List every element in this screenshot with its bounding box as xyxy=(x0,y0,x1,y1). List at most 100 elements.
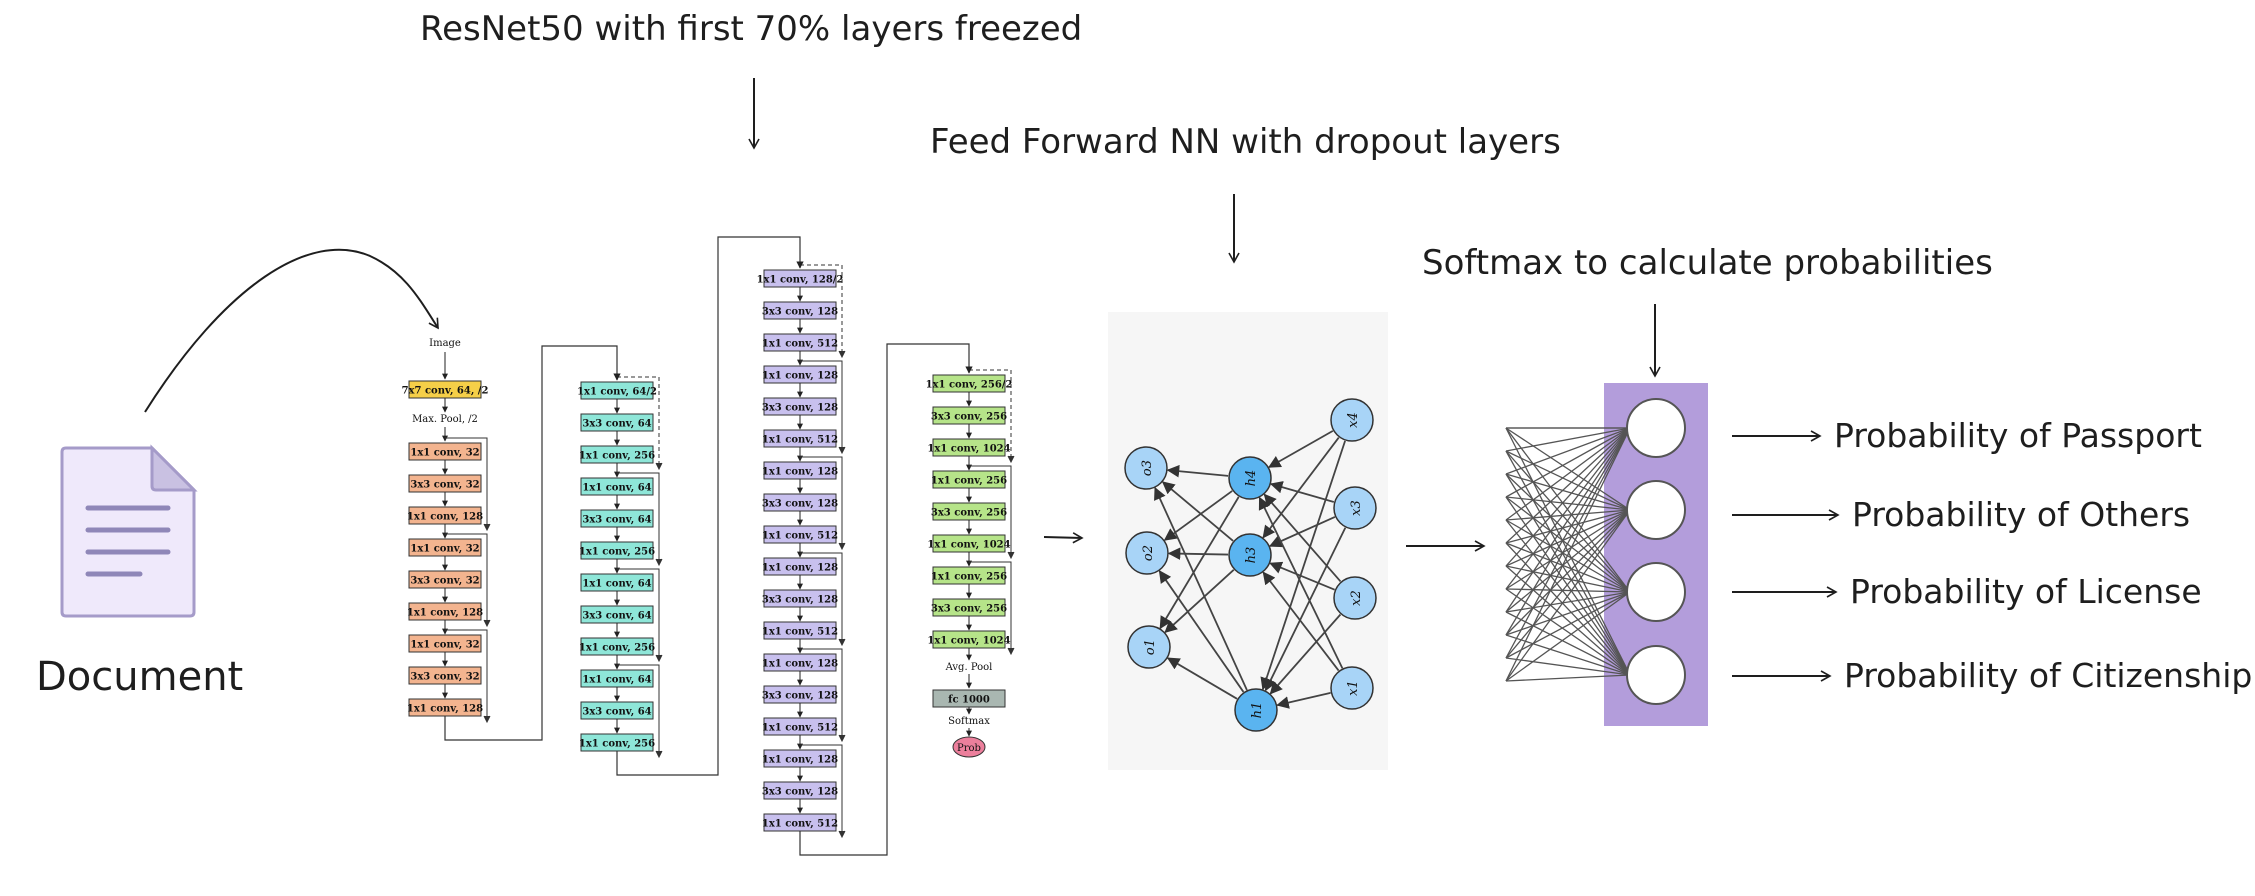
resnet-stage1-layer-label: 3x3 conv, 32 xyxy=(410,576,479,587)
ffnn-edge xyxy=(1167,547,1229,560)
skip-connection xyxy=(800,264,843,357)
resnet-stage4-layer-label: 3x3 conv, 256 xyxy=(931,604,1007,615)
skip-connection xyxy=(969,561,1012,654)
resnet-stage4-layer-label: 1x1 conv, 256/2 xyxy=(926,380,1013,391)
ffnn-edge xyxy=(1166,464,1229,478)
softmax-connection xyxy=(1505,496,1631,676)
softmax-connection xyxy=(1505,427,1631,544)
ffnn-input-node-label: x3 xyxy=(1349,500,1364,516)
softmax-connection xyxy=(1505,427,1631,676)
softmax-connection xyxy=(1505,565,1631,676)
resnet50-diagram: Image 7x7 conv, 64, /2 Max. Pool, /2 1x1 co… xyxy=(402,236,1015,856)
resnet-stage3-layer-label: 1x1 conv, 512 xyxy=(762,339,838,350)
ffnn-hidden-node xyxy=(1228,533,1272,577)
ffnn-edge xyxy=(1161,481,1234,542)
resnet-stage1-layer-label: 1x1 conv, 32 xyxy=(410,544,479,555)
resnet-stage4-layer-label: 1x1 conv, 256 xyxy=(931,476,1007,487)
softmax-connection xyxy=(1505,427,1631,636)
resnet-stage3-layer-label: 1x1 conv, 128 xyxy=(762,467,838,478)
softmax-node xyxy=(1626,480,1686,540)
resnet-softmax-label: Softmax xyxy=(948,716,990,727)
softmax-connection xyxy=(1505,591,1631,659)
resnet-stage4-layer-label: 3x3 conv, 256 xyxy=(931,508,1007,519)
softmax-node xyxy=(1626,645,1686,705)
resnet-fc-layer-label: fc 1000 xyxy=(948,695,990,706)
resnet-stem-conv-label: 7x7 conv, 64, /2 xyxy=(402,386,489,397)
softmax-connection xyxy=(1505,427,1631,613)
resnet-annotation: ResNet50 with first 70% layers freezed xyxy=(420,9,1082,49)
skip-arrow xyxy=(838,638,846,647)
ffnn-input-node xyxy=(1333,576,1377,620)
ffnn-edge xyxy=(1263,493,1342,583)
softmax-connection xyxy=(1505,450,1631,511)
resnet-stage2-layer-label: 3x3 conv, 64 xyxy=(582,707,651,718)
ffnn-edge xyxy=(1158,570,1245,693)
softmax-connection xyxy=(1505,509,1631,521)
softmax-connection xyxy=(1505,674,1631,682)
softmax-connection xyxy=(1505,634,1631,676)
resnet-stage2-layer-label: 3x3 conv, 64 xyxy=(582,611,651,622)
skip-connection xyxy=(617,664,660,757)
document-label: Document xyxy=(36,654,243,700)
ffnn-hidden-node xyxy=(1234,688,1278,732)
skip-connection xyxy=(969,369,1012,462)
ffnn-output-node-label: o2 xyxy=(1141,545,1156,561)
ffnn-edge xyxy=(1276,692,1331,709)
skip-connection xyxy=(445,533,488,626)
resnet-stage3-layer-label: 3x3 conv, 128 xyxy=(762,595,838,606)
output-label: Probability of Passport xyxy=(1834,416,2202,455)
resnet-stage3-layer-label: 1x1 conv, 128 xyxy=(762,371,838,382)
skip-arrow xyxy=(838,446,846,455)
skip-connection xyxy=(617,472,660,565)
resnet-avgpool-label: Avg. Pool xyxy=(945,662,993,673)
resnet-stage2-layer-label: 1x1 conv, 256 xyxy=(579,451,655,462)
softmax-connection xyxy=(1505,496,1631,593)
resnet-maxpool-label: Max. Pool, /2 xyxy=(412,414,478,425)
skip-connection xyxy=(445,629,488,722)
skip-arrow xyxy=(655,462,663,471)
softmax-node xyxy=(1626,398,1686,458)
resnet-stage2-layer-label: 1x1 conv, 64 xyxy=(582,675,651,686)
stage-connector xyxy=(799,343,973,856)
resnet-stage4-layer-label: 1x1 conv, 1024 xyxy=(927,636,1010,647)
ffnn-output-node xyxy=(1124,446,1168,490)
resnet-to-ffnn-arrow xyxy=(1043,532,1084,544)
skip-connection xyxy=(800,360,843,453)
resnet-stage3-layer-label: 1x1 conv, 128 xyxy=(762,659,838,670)
ffnn-input-node xyxy=(1330,666,1374,710)
ffnn-input-node-label: x4 xyxy=(1346,412,1361,428)
softmax-connection xyxy=(1505,519,1631,676)
resnet-stage2-layer-label: 1x1 conv, 256 xyxy=(579,739,655,750)
softmax-connection xyxy=(1505,450,1631,593)
softmax-connection xyxy=(1505,509,1631,682)
softmax-connection xyxy=(1505,611,1631,676)
softmax-connection xyxy=(1505,591,1631,636)
softmax-connection xyxy=(1505,509,1631,590)
stage-connector xyxy=(444,345,621,741)
resnet-input-label: Image xyxy=(429,338,461,349)
softmax-annotation: Softmax to calculate probabilities xyxy=(1422,243,1993,283)
softmax-connection xyxy=(1505,427,1631,593)
softmax-connection xyxy=(1505,427,1631,511)
ffnn-edge xyxy=(1166,657,1238,700)
skip-connection xyxy=(617,376,660,469)
softmax-connection xyxy=(1505,450,1631,676)
document-icon xyxy=(60,444,198,618)
ffnn-edge xyxy=(1264,527,1347,692)
ffnn-edge xyxy=(1262,571,1340,672)
skip-arrow xyxy=(655,750,663,759)
softmax-incoming-connections xyxy=(1505,427,1631,682)
skip-connection xyxy=(445,437,488,530)
ffnn-output-node xyxy=(1125,531,1169,575)
output-label: Probability of License xyxy=(1850,572,2202,611)
ffnn-hidden-node-label: h3 xyxy=(1244,547,1259,564)
resnet-stage4-layer-label: 1x1 conv, 256 xyxy=(931,572,1007,583)
softmax-connection xyxy=(1505,427,1631,590)
skip-connection xyxy=(969,465,1012,558)
ffnn-output-node xyxy=(1127,625,1171,669)
resnet-stage3-layer-label: 1x1 conv, 512 xyxy=(762,819,838,830)
skip-arrow xyxy=(483,619,491,628)
resnet-stage2-layer-label: 1x1 conv, 64 xyxy=(582,483,651,494)
